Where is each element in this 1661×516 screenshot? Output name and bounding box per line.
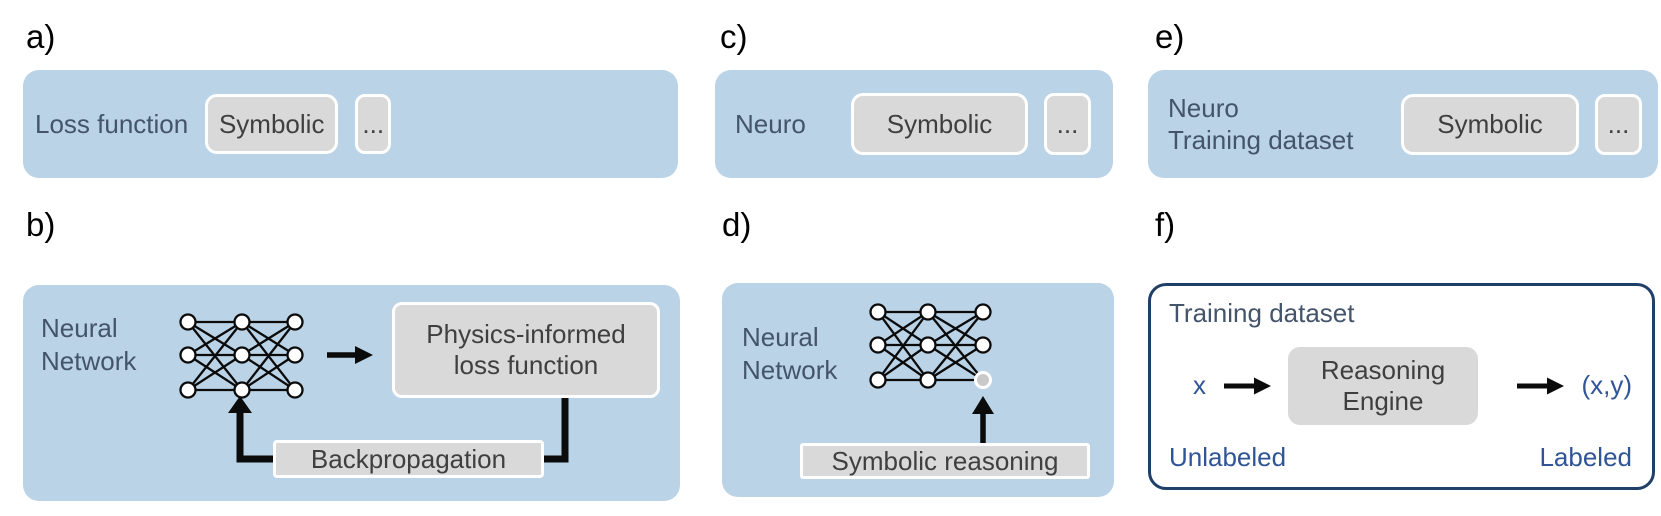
- panel-e-neuro-training-dataset: Neuro Training dataset Symbolic ...: [1148, 70, 1658, 178]
- network-node: [233, 381, 251, 399]
- section-label-b: b): [26, 206, 56, 243]
- panel-c-neuro: Neuro Symbolic ...: [715, 70, 1113, 178]
- panel-b-title: Neural Network: [41, 313, 137, 376]
- reasoning-pipeline-row: x Reasoning Engine (x,y): [1169, 346, 1632, 425]
- loss-to-backprop-connector-line: [544, 398, 569, 463]
- arrow-right-icon: [1224, 377, 1271, 394]
- unlabeled-caption: Unlabeled: [1169, 442, 1287, 472]
- backpropagation-box: Backpropagation: [273, 440, 544, 478]
- network-node: [179, 346, 197, 364]
- ellipsis-chip: ...: [1595, 93, 1642, 155]
- ellipsis-chip: ...: [1044, 93, 1091, 155]
- network-node: [179, 381, 197, 399]
- symbolic-chip: Symbolic: [851, 93, 1028, 155]
- section-label-e: e): [1155, 18, 1185, 55]
- network-node: [286, 346, 304, 364]
- section-label-c: c): [720, 18, 748, 55]
- network-node: [286, 381, 304, 399]
- backprop-to-network-arrow: [228, 396, 274, 463]
- panel-d-symbolic-reasoning: Neural Network Symbolic reasoning: [722, 283, 1114, 497]
- network-node: [286, 313, 304, 331]
- labeled-xy-value: (x,y): [1581, 370, 1632, 400]
- panel-c-title: Neuro: [735, 109, 806, 139]
- symbolic-chip: Symbolic: [205, 94, 339, 154]
- panel-a-loss-function: Loss function Symbolic ...: [23, 70, 678, 178]
- arrow-right-icon: [327, 346, 373, 364]
- panel-f-title: Training dataset: [1169, 298, 1355, 328]
- panel-a-title: Loss function: [35, 109, 189, 139]
- arrow-up-icon: [972, 396, 994, 443]
- network-node: [919, 303, 937, 321]
- network-node: [919, 336, 937, 354]
- network-node: [233, 346, 251, 364]
- section-label-d: d): [722, 206, 752, 243]
- labeled-caption: Labeled: [1539, 442, 1632, 472]
- symbolic-injected-node: [974, 371, 992, 389]
- network-node: [869, 303, 887, 321]
- neural-network-icon: [179, 313, 304, 399]
- network-node: [919, 371, 937, 389]
- symbolic-chip: Symbolic: [1401, 93, 1579, 155]
- panel-d-title: Neural Network: [742, 322, 838, 385]
- panel-b-physics-informed: Neural Network Physics-informed loss fun…: [23, 285, 680, 501]
- section-label-f: f): [1155, 206, 1176, 243]
- dataset-captions-row: Unlabeled Labeled: [1169, 442, 1632, 473]
- unlabeled-x-value: x: [1193, 370, 1206, 400]
- network-node: [233, 313, 251, 331]
- network-node: [869, 336, 887, 354]
- network-node: [179, 313, 197, 331]
- network-node: [869, 371, 887, 389]
- arrow-right-icon: [1517, 377, 1565, 394]
- panel-e-title: Neuro Training dataset: [1168, 93, 1354, 155]
- section-label-a: a): [26, 18, 56, 55]
- network-node: [974, 336, 992, 354]
- panel-f-training-dataset: Training dataset x Reasoning Engine (x,y…: [1148, 283, 1655, 490]
- ellipsis-chip: ...: [355, 94, 392, 154]
- network-node: [974, 303, 992, 321]
- neural-network-icon: [869, 303, 992, 389]
- symbolic-reasoning-box: Symbolic reasoning: [800, 443, 1090, 479]
- physics-informed-loss-box: Physics-informed loss function: [392, 302, 660, 398]
- reasoning-engine-box: Reasoning Engine: [1288, 346, 1478, 425]
